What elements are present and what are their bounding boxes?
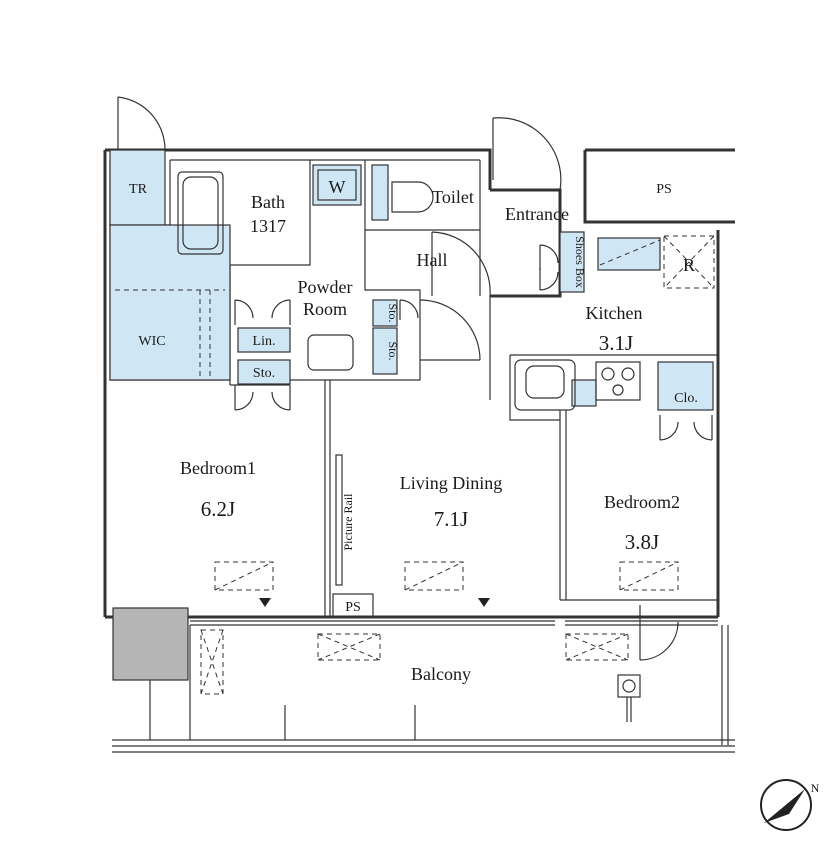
tr-area <box>109 149 166 226</box>
washer-pan <box>317 169 357 201</box>
storage-a-label: Sto. <box>386 303 400 322</box>
burner-1 <box>601 367 615 381</box>
hall-label: Hall <box>417 250 448 270</box>
bedroom1-outlet-marker <box>259 598 271 607</box>
ceiling-markers <box>214 561 679 607</box>
powder-label-1: Powder <box>298 277 353 297</box>
outdoor-unit <box>112 607 189 681</box>
toilet-label: Toilet <box>432 187 474 207</box>
bedroom1-size-label: 6.2J <box>201 497 235 521</box>
shoes-box-label: Shoes Box <box>573 236 587 288</box>
north-compass: N <box>760 779 820 831</box>
doors <box>117 96 713 661</box>
closet-label: Clo. <box>674 391 698 406</box>
balcony <box>112 607 735 753</box>
shoes-box-cabinet <box>559 231 585 293</box>
fixtures <box>177 169 715 411</box>
living-dining-size-label: 7.1J <box>434 507 468 531</box>
burner-2 <box>621 367 635 381</box>
storage-a-cabinet <box>372 299 398 327</box>
kitchen-label: Kitchen <box>586 303 643 323</box>
balcony-label: Balcony <box>411 664 471 684</box>
living-dining-label: Living Dining <box>400 473 503 493</box>
ps-bottom-label: PS <box>345 600 361 615</box>
picture-rail-label: Picture Rail <box>341 493 355 551</box>
compass-circle <box>760 779 812 831</box>
linen-label: Lin. <box>253 334 276 349</box>
kitchen-side-storage <box>571 379 597 407</box>
compass-arrow-icon <box>764 789 805 823</box>
toilet-bowl <box>391 181 434 213</box>
entrance-door-swing <box>492 117 562 191</box>
kitchen-counter-storage <box>597 237 661 271</box>
refrigerator-label: R <box>683 255 695 275</box>
storage-b-cabinet <box>372 327 398 375</box>
labels: TR Bath 1317 W Toilet Entrance PS Hall P… <box>129 177 698 684</box>
drain <box>617 674 641 698</box>
tr-door-swing <box>117 96 166 151</box>
ps-top-label: PS <box>656 182 672 197</box>
windows <box>190 620 718 626</box>
kitchen-sink <box>525 365 565 399</box>
bath-size-label: 1317 <box>250 216 286 236</box>
living-outlet-marker <box>478 598 490 607</box>
north-label: N <box>811 781 820 795</box>
refrigerator-space <box>663 235 715 289</box>
storage-fills <box>109 149 714 411</box>
kitchen-sink-counter <box>514 359 576 411</box>
storage-label: Sto. <box>253 366 275 381</box>
kitchen-size-label: 3.1J <box>599 331 633 355</box>
tr-label: TR <box>129 182 148 197</box>
linen-cabinet <box>237 327 291 353</box>
cooktop <box>595 361 641 401</box>
bedroom1-label: Bedroom1 <box>180 458 256 478</box>
storage-cabinet <box>237 359 291 385</box>
washer-space <box>312 164 362 206</box>
ps-bottom-box <box>332 593 374 618</box>
wic-label: WIC <box>138 334 165 349</box>
toilet-storage <box>371 164 389 221</box>
entrance-label: Entrance <box>505 204 569 224</box>
bath-label: Bath <box>251 192 285 212</box>
powder-label-2: Room <box>303 299 347 319</box>
powder-sink <box>307 334 354 371</box>
picture-rail-bar <box>335 454 343 586</box>
closet-cabinet <box>657 361 714 411</box>
bedroom2-label: Bedroom2 <box>604 492 680 512</box>
bedroom2-size-label: 3.8J <box>625 530 659 554</box>
bathtub <box>177 171 224 255</box>
washer-label: W <box>329 177 346 197</box>
burner-3 <box>612 384 624 396</box>
storage-b-label: Sto. <box>386 341 400 360</box>
